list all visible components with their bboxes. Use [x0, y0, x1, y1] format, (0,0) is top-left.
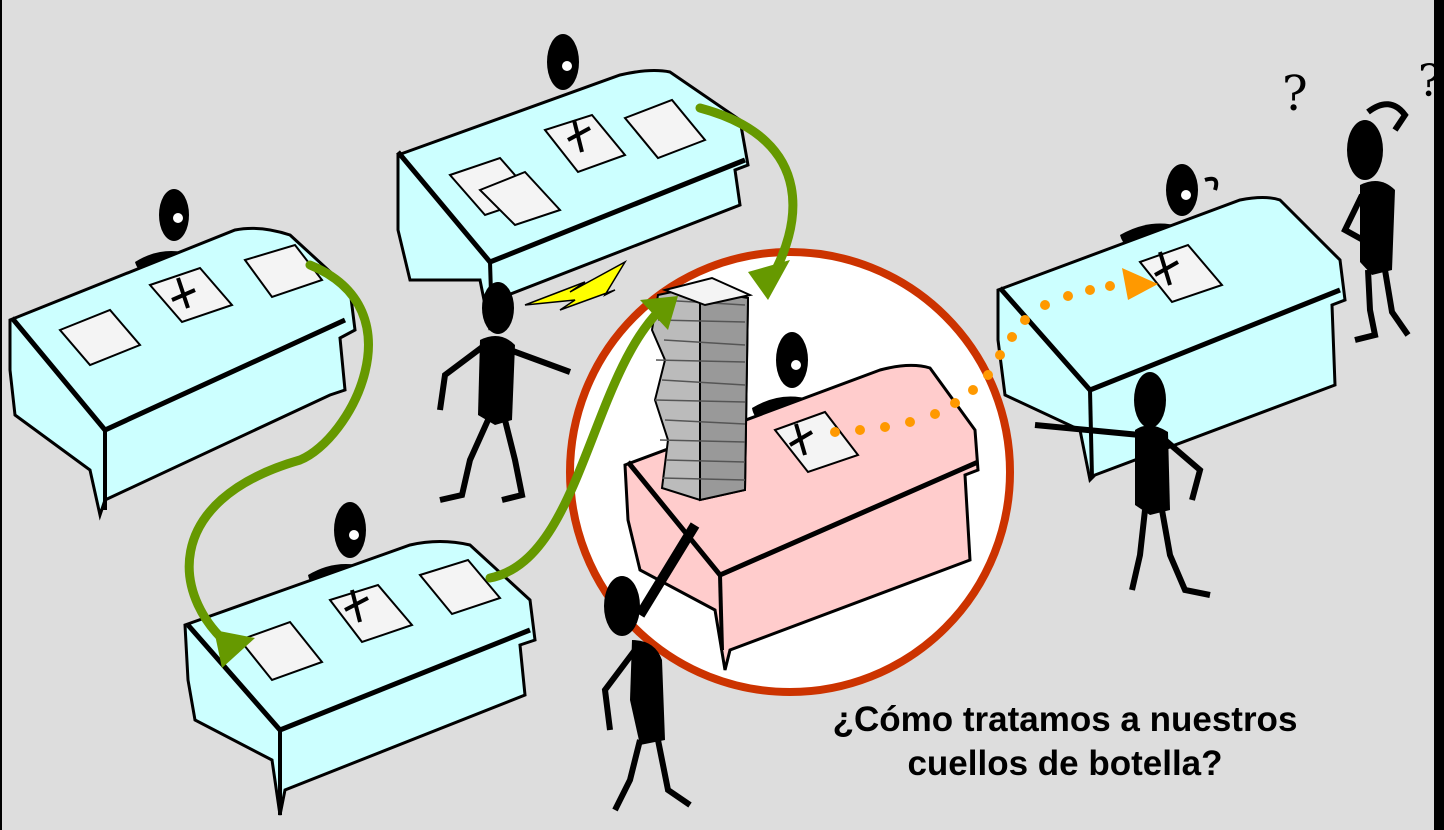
standing-figure-confused	[1341, 101, 1411, 343]
dotted-arrowhead-icon	[1122, 268, 1158, 300]
flow-arrow-desk1-to-desk3	[184, 260, 373, 655]
caption-line-2: cuellos de botella?	[907, 744, 1223, 783]
paper-stack	[650, 276, 754, 502]
standing-figure-manager	[437, 282, 572, 503]
desk-3-papers	[238, 558, 502, 682]
arrowhead-icon	[748, 260, 790, 300]
desk-3	[183, 502, 537, 816]
desk-1	[8, 189, 357, 521]
desk-1-papers	[58, 243, 324, 367]
desk-2-papers	[448, 98, 707, 227]
dotted-arrow	[830, 268, 1158, 437]
flow-arrows	[184, 103, 798, 655]
standing-figure-pointing	[1034, 372, 1211, 598]
desk-5	[996, 164, 1347, 484]
slide-caption: ¿Cómo tratamos a nuestros cuellos de bot…	[790, 698, 1340, 786]
frame-left	[0, 0, 2, 830]
arrowhead-icon	[214, 630, 255, 668]
standing-figure-bottom	[601, 522, 700, 812]
flow-arrow-desk3-to-bottleneck	[485, 305, 665, 583]
lightning-icon	[524, 260, 628, 311]
flow-arrowheads	[214, 260, 790, 668]
frame-right	[1434, 0, 1444, 830]
caption-line-1: ¿Cómo tratamos a nuestros	[832, 700, 1298, 739]
arrowhead-icon	[640, 296, 678, 330]
flow-arrow-desk2-to-bottleneck	[695, 103, 798, 285]
bottleneck-desk	[623, 276, 980, 671]
question-mark-icon-right: ?	[1418, 56, 1442, 107]
question-mark-icon: ?	[1282, 66, 1308, 122]
